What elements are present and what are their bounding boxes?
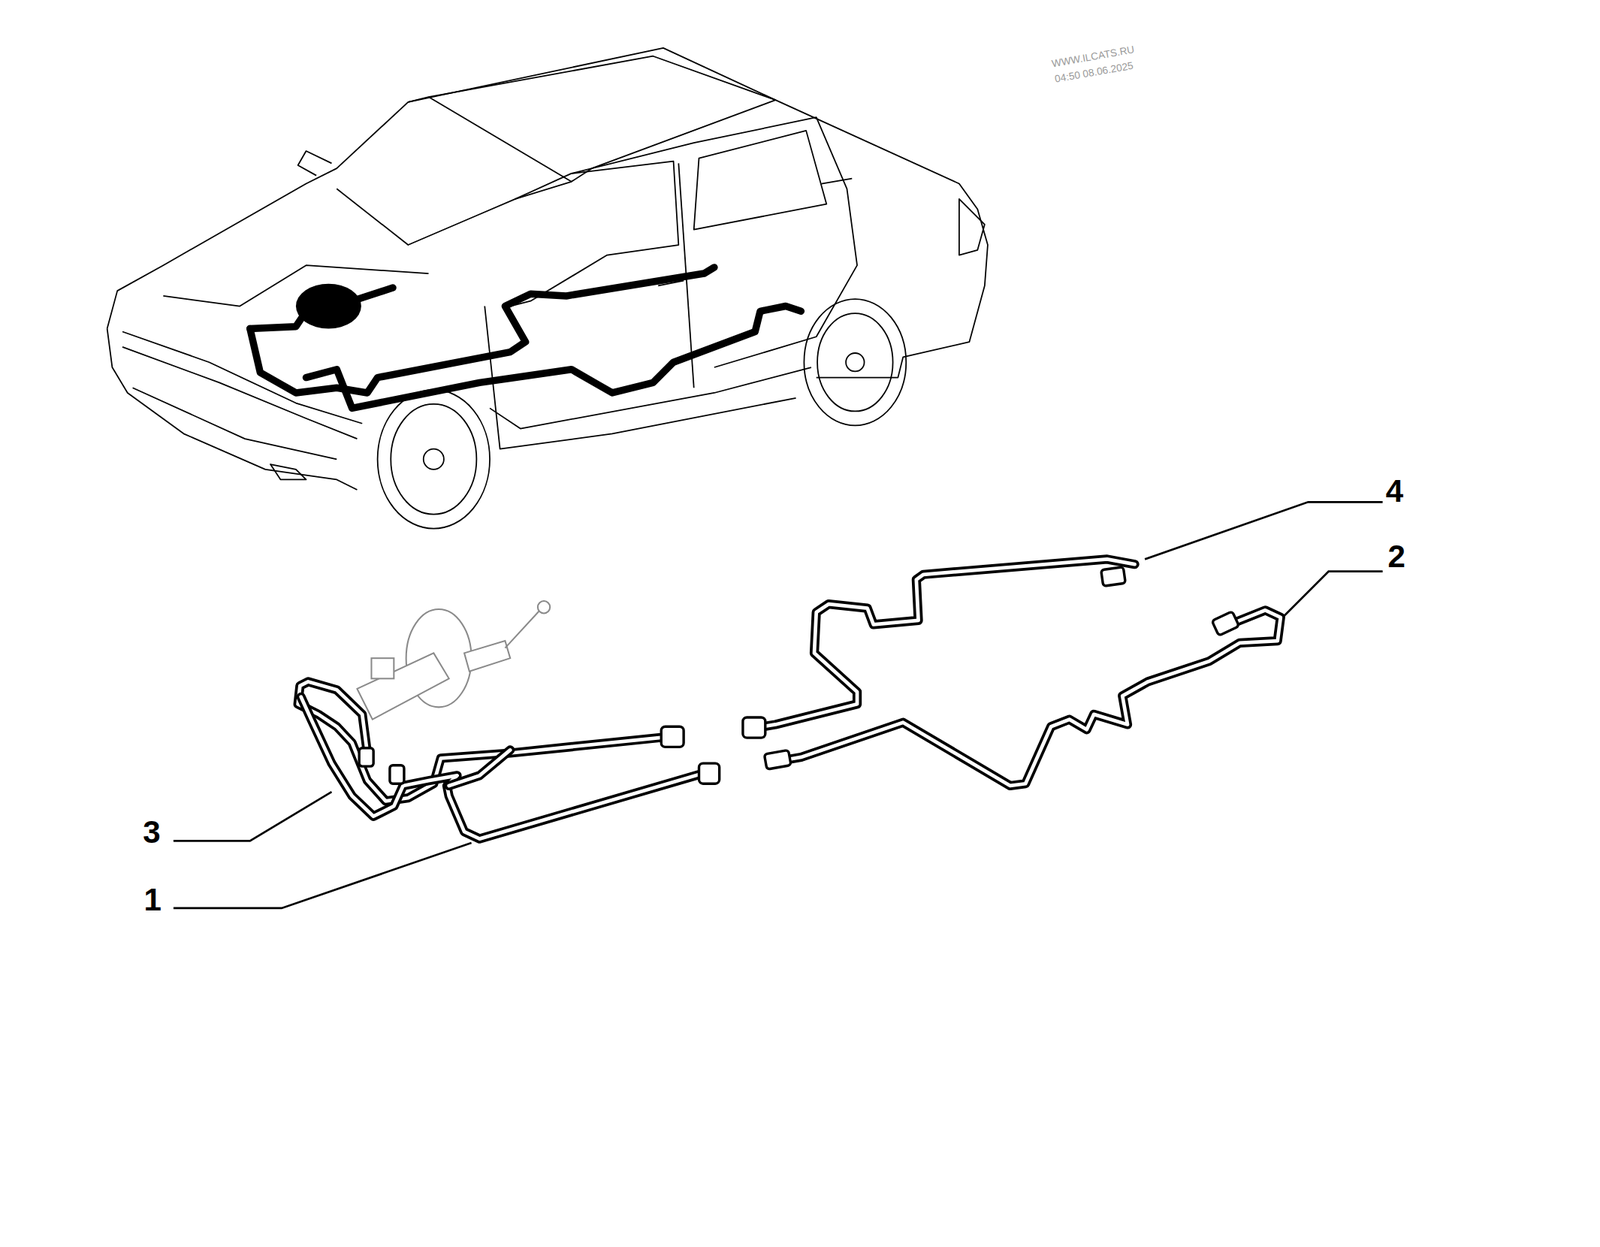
callout-number: 3 — [142, 816, 160, 849]
master-cylinder — [356, 600, 550, 720]
car-brake-pipes — [250, 267, 802, 408]
callout-number: 4 — [1385, 475, 1404, 508]
car-outline — [107, 48, 988, 529]
pipe-fittings — [359, 567, 1239, 785]
leader-lines — [173, 501, 1383, 909]
callout-number: 2 — [1387, 540, 1405, 573]
callout-number: 1 — [144, 883, 162, 915]
brake-pipes — [298, 558, 1281, 839]
